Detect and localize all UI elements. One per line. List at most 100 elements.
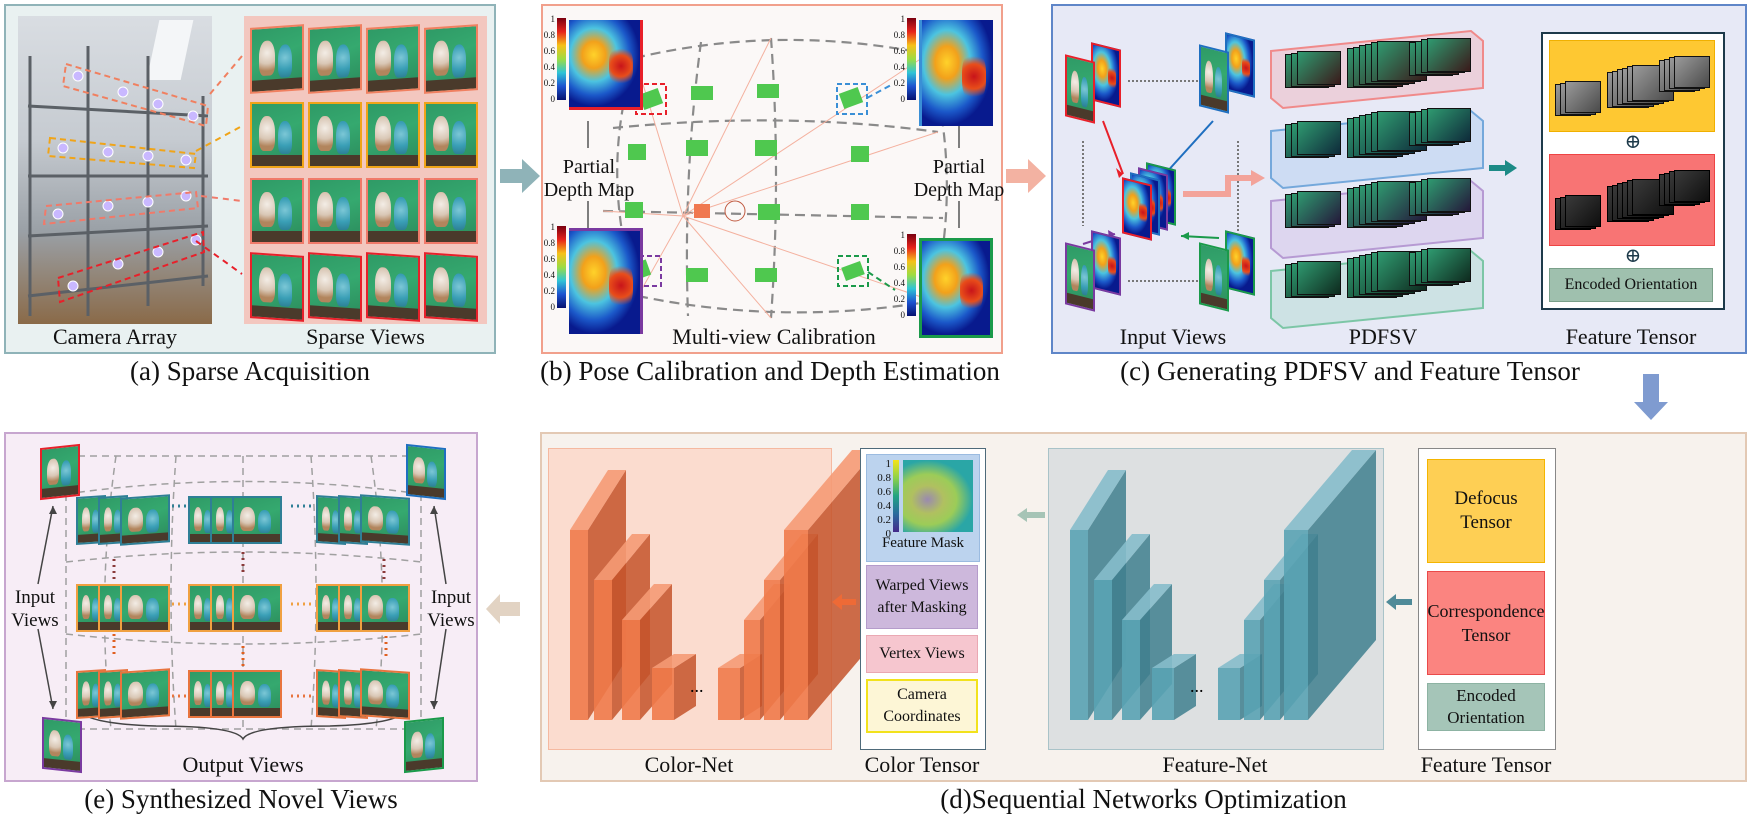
table-shape [368,230,418,242]
arrow-to-color-tensor-icon [1017,508,1045,522]
colorbar-tick: 0.8 [893,30,905,40]
encoded-orientation-box: Encoded Orientation [1549,268,1713,302]
sparse-view-2-1 [308,178,362,244]
feature-frame [1565,195,1601,227]
stacked-depth-map [1122,177,1152,241]
plus-icon-1: ⊕ [1624,131,1642,153]
table-shape [190,534,216,542]
colorbar-tick: 1 [550,222,556,232]
depth-colorbar-tr [907,18,916,100]
layer-ellipsis: ... [690,676,704,696]
table-shape [234,622,280,630]
table-shape [310,230,360,242]
table-shape [406,758,442,771]
pdfsv-frame [1427,247,1471,282]
table-shape [78,622,104,630]
sparse-view-3-0 [250,252,304,322]
multi-view-calibration-label: Multi-view Calibration [672,324,876,349]
sparse-view-1-3 [424,102,478,168]
decoder-layer-3 [784,450,876,720]
table-shape [426,230,476,242]
table-shape [100,622,126,630]
colorbar-tick: 0.6 [543,46,555,56]
input-depth-map [1091,42,1121,108]
colorbar-tick: 0.4 [893,62,905,72]
table-shape [42,485,78,498]
table-shape [362,532,408,544]
colorbar-tick: 0.4 [543,62,555,72]
pdfsv-frame [1427,177,1471,212]
table-shape [340,622,366,630]
table-shape [252,154,302,166]
colorbar-tick: 0.6 [543,254,555,264]
colorbar-tick: 0.2 [543,286,555,296]
sparse-view-1-0 [250,102,304,168]
color-net-label: Color-Net [644,752,734,777]
colorbar-tick: 1 [900,14,906,24]
table-shape [190,622,216,630]
camera-poses [625,84,869,282]
table-shape [252,305,302,320]
corner-input-view-tr [406,443,446,501]
arrow-b-to-c-icon [1006,159,1046,193]
pdfsv-frame [1297,121,1341,155]
corner-input-view-bl [42,716,82,774]
pdfsv-frame [1427,37,1471,72]
table-shape [426,305,476,320]
input-views-label: Input Views [1119,324,1227,349]
table-shape [212,534,238,542]
mask-tick: 0 [885,528,892,540]
output-view [120,584,170,632]
depth-map-top-right [919,20,993,126]
camera-array-photo [18,16,212,324]
table-shape [122,532,168,544]
pdfsv-frame [1297,51,1341,85]
input-depth-map [1225,32,1255,98]
layer-ellipsis: ... [1190,676,1204,696]
input-view-3 [1199,242,1229,312]
arrow-to-color-net-icon [832,594,856,610]
sparse-view-2-2 [366,178,420,244]
table-shape [408,485,444,498]
output-view [360,494,410,546]
table-shape [234,534,280,542]
sparse-view-0-0 [250,24,304,94]
mask-colorbar [893,460,899,532]
camera-array-label: Camera Array [53,324,177,349]
mask-tick: 0.6 [877,486,891,498]
feature-tensor-label-c: Feature Tensor [1565,324,1697,349]
warped-views-box: Warped Views after Masking [866,565,978,629]
depth-colorbar-tl [557,18,566,100]
sparse-view-0-2 [366,24,420,94]
sparse-view-3-1 [308,252,362,322]
caption-b: (b) Pose Calibration and Depth Estimatio… [540,356,1000,386]
output-view [120,494,170,546]
colorbar-tick: 0.8 [893,246,905,256]
arrow-a-to-b-icon [500,159,540,193]
table-shape [212,622,238,630]
table-shape [310,154,360,166]
table-shape [234,708,280,716]
table-shape [252,77,302,92]
mask-tick: 0.2 [877,514,891,526]
sparse-view-0-3 [424,24,478,94]
sparse-view-1-2 [366,102,420,168]
acquisition-arrows [195,55,243,275]
encoder-layer-3 [1152,654,1196,720]
colorbar-tick: 0.8 [543,238,555,248]
table-shape [310,77,360,92]
panel-sparse-acquisition: Camera Array Sparse Views [4,4,496,354]
feature-net-diagram: ... [1070,450,1376,720]
feature-frame [1674,169,1710,202]
feature-mask-label: Feature Mask [881,535,965,551]
table-shape [190,708,216,716]
table-shape [122,706,168,718]
